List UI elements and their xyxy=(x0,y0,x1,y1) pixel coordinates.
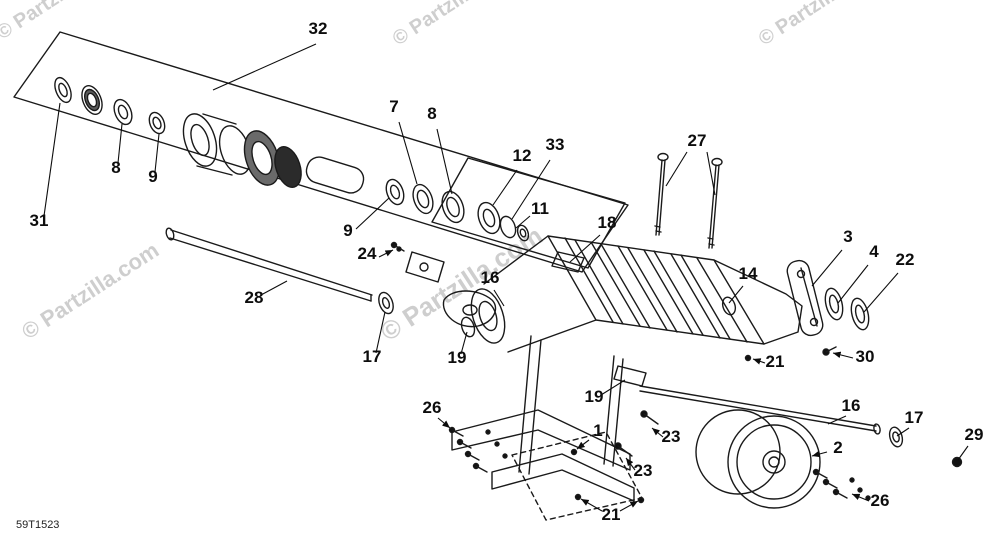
callout-8-top: 8 xyxy=(427,104,436,123)
callout-32: 32 xyxy=(309,19,328,38)
callout-17-right: 17 xyxy=(905,408,924,427)
callout-2: 2 xyxy=(833,438,842,457)
callout-16-bottom: 16 xyxy=(842,396,861,415)
watermarks: © Partzilla.com © Partzilla.com © Partzi… xyxy=(0,0,887,347)
callout-22: 22 xyxy=(896,250,915,269)
watermark-text: © Partzilla.com xyxy=(389,0,521,50)
callout-12: 12 xyxy=(513,146,532,165)
watermark-text: © Partzilla.com xyxy=(17,237,163,344)
right-seal-group xyxy=(786,259,870,356)
callout-33: 33 xyxy=(546,135,565,154)
callout-4: 4 xyxy=(869,242,879,261)
callout-26-right: 26 xyxy=(871,491,890,510)
bearing-shaft-assembly xyxy=(182,113,365,194)
lower-tie-rod xyxy=(613,365,963,468)
callout-21-bottom: 21 xyxy=(602,505,621,524)
callout-23-lower: 23 xyxy=(634,461,653,480)
callout-11: 11 xyxy=(531,199,549,218)
callout-30: 30 xyxy=(856,347,875,366)
callout-18: 18 xyxy=(598,213,617,232)
mounting-bolts xyxy=(654,152,723,249)
callout-23-upper: 23 xyxy=(662,427,681,446)
callout-3: 3 xyxy=(843,227,852,246)
callout-labels: 32 7 8 12 33 11 18 27 3 4 22 9 24 9 8 31… xyxy=(30,19,984,524)
pivot-shaft-rod xyxy=(165,227,394,315)
callout-17-left: 17 xyxy=(363,347,382,366)
swingarm-frame xyxy=(470,235,803,475)
watermark-text: © Partzilla.com xyxy=(0,0,125,44)
callout-26-left: 26 xyxy=(423,398,442,417)
callout-31: 31 xyxy=(30,211,49,230)
callout-29: 29 xyxy=(965,425,984,444)
callout-1: 1 xyxy=(593,421,602,440)
callout-19-left: 19 xyxy=(448,348,467,367)
callout-14: 14 xyxy=(739,264,758,283)
diagram-code: 59T1523 xyxy=(16,519,59,531)
callout-9-left: 9 xyxy=(148,167,157,186)
diagram-linework xyxy=(13,31,963,521)
group-boundary-strips xyxy=(13,31,629,273)
callout-7: 7 xyxy=(389,97,398,116)
callout-8-left: 8 xyxy=(111,158,120,177)
callout-19-bottom: 19 xyxy=(585,387,604,406)
callout-27: 27 xyxy=(688,131,707,150)
leader-lines xyxy=(43,43,969,512)
small-screws xyxy=(396,246,871,504)
left-seal-stack xyxy=(54,76,166,135)
callout-16-top: 16 xyxy=(481,268,500,287)
callout-28: 28 xyxy=(245,288,264,307)
watermark-text: © Partzilla.com xyxy=(755,0,887,50)
hub-roller-discs xyxy=(695,409,821,509)
right-washer-stack xyxy=(385,178,530,242)
callout-9-mid: 9 xyxy=(343,221,352,240)
callout-24: 24 xyxy=(358,244,377,263)
callout-21-right: 21 xyxy=(766,352,785,371)
